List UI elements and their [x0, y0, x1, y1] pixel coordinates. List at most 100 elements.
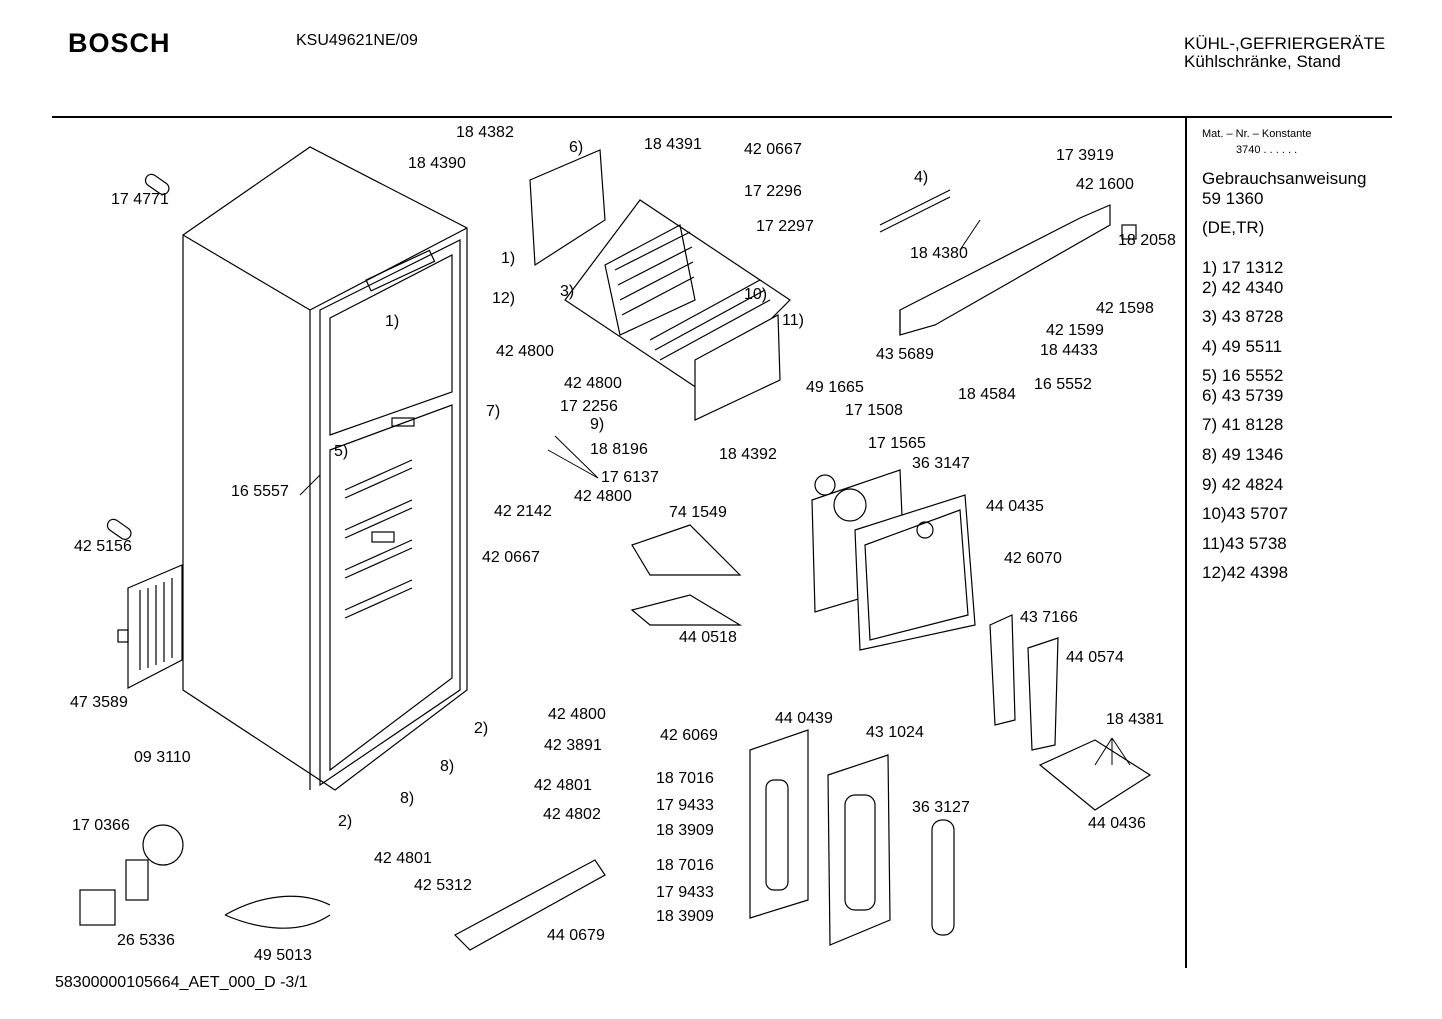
- part-label: 49 1665: [806, 379, 864, 396]
- leader-lines: [299, 219, 1131, 766]
- part-label: 26 5336: [117, 932, 175, 949]
- part-label: 42 4801: [374, 850, 432, 867]
- part-label: 18 3909: [656, 822, 714, 839]
- drawer-handle: [454, 859, 606, 951]
- part-label: 42 0667: [744, 141, 802, 158]
- condenser-grille: [117, 564, 183, 689]
- compressor-relay: [79, 889, 116, 926]
- legend-item: 3) 43 8728: [1202, 307, 1284, 326]
- part-label: 17 1508: [845, 402, 903, 419]
- part-label: 18 7016: [656, 770, 714, 787]
- mat-nr-value: 3740 . . . . . .: [1236, 144, 1298, 156]
- category-subtitle: Kühlschränke, Stand: [1184, 52, 1341, 71]
- part-label: 18 7016: [656, 857, 714, 874]
- legend-item: 5) 16 5552: [1202, 366, 1284, 385]
- part-label: 18 4433: [1040, 342, 1098, 359]
- power-cord: [224, 895, 331, 929]
- part-label: 47 3589: [70, 694, 128, 711]
- part-label: 3): [560, 283, 575, 300]
- fan-motor: [125, 824, 184, 901]
- part-label: 42 4800: [574, 488, 632, 505]
- header-divider: [52, 116, 1392, 118]
- legend-item: 12)42 4398: [1202, 563, 1289, 582]
- part-label: 74 1549: [669, 504, 727, 521]
- sidebar-divider: [1185, 118, 1187, 968]
- cylinder-part-top: [144, 173, 170, 195]
- brand-logo: BOSCH: [68, 28, 171, 58]
- part-label: 44 0574: [1066, 649, 1124, 666]
- part-label: 42 6070: [1004, 550, 1062, 567]
- fridge-shelves: [344, 459, 413, 619]
- part-label: 42 4800: [496, 343, 554, 360]
- model-number: KSU49621NE/09: [296, 32, 418, 49]
- control-panel: [879, 189, 1137, 336]
- bottom-plate: [1038, 739, 1152, 811]
- legend-item: 10)43 5707: [1202, 504, 1289, 523]
- part-label: 18 4390: [408, 155, 466, 172]
- part-label: 42 4800: [548, 706, 606, 723]
- part-label: 17 2297: [756, 218, 814, 235]
- fan-cover-plates: [811, 469, 976, 651]
- legend-item: 6) 43 5739: [1202, 386, 1284, 405]
- part-label: 42 2142: [494, 503, 552, 520]
- legend-item: 9) 42 4824: [1202, 475, 1284, 494]
- part-label: 17 4771: [111, 191, 169, 208]
- part-label: 42 4801: [534, 777, 592, 794]
- legend-item: 7) 41 8128: [1202, 415, 1284, 434]
- part-label: 42 1600: [1076, 176, 1134, 193]
- part-label: 5): [334, 443, 349, 460]
- part-label: 42 4802: [543, 806, 601, 823]
- part-label: 42 0667: [482, 549, 540, 566]
- legend-item: 2) 42 4340: [1202, 278, 1284, 297]
- door-rail: [931, 819, 955, 936]
- part-label: 42 5156: [74, 538, 132, 555]
- part-label: 1): [385, 313, 400, 330]
- part-label: 17 2296: [744, 183, 802, 200]
- legend-item: 11)43 5738: [1202, 534, 1287, 553]
- mat-nr-label: Mat. – Nr. – Konstante: [1202, 128, 1312, 140]
- part-label: 44 0439: [775, 710, 833, 727]
- legend-item: 4) 49 5511: [1202, 337, 1283, 356]
- part-label: 18 4381: [1106, 711, 1164, 728]
- evaporator-assembly: [529, 149, 791, 421]
- part-label: 8): [400, 790, 415, 807]
- part-label: 17 1565: [868, 435, 926, 452]
- part-label: 17 6137: [601, 469, 659, 486]
- crisper-cover: [630, 524, 743, 626]
- part-label: 44 0435: [986, 498, 1044, 515]
- part-label: 36 3127: [912, 799, 970, 816]
- cylinder-part-left: [106, 518, 132, 540]
- part-label: 10): [744, 286, 768, 303]
- part-label: 7): [486, 403, 501, 420]
- part-label: 49 5013: [254, 947, 312, 964]
- part-label: 42 6069: [660, 727, 718, 744]
- part-label: 44 0518: [679, 629, 737, 646]
- part-label: 8): [440, 758, 455, 775]
- part-label: 43 1024: [866, 724, 924, 741]
- part-label: 18 3909: [656, 908, 714, 925]
- legend-item: 1) 17 1312: [1202, 258, 1284, 277]
- part-label: 2): [474, 720, 489, 737]
- part-label: 18 4382: [456, 124, 514, 141]
- fridge-cabinet: [182, 146, 468, 791]
- part-label: 18 8196: [590, 441, 648, 458]
- part-label: 43 5689: [876, 346, 934, 363]
- legend-item: 8) 49 1346: [1202, 445, 1284, 464]
- door-bins: [989, 614, 1059, 751]
- part-label: 1): [501, 250, 516, 267]
- door-liner-right: [827, 754, 891, 946]
- document-number: 58300000105664_AET_000_D -3/1: [55, 974, 308, 991]
- manual-number: 59 1360: [1202, 189, 1264, 208]
- part-label: 16 5557: [231, 483, 289, 500]
- part-label: 17 0366: [72, 817, 130, 834]
- part-label: 18 4391: [644, 136, 702, 153]
- part-label: 18 4392: [719, 446, 777, 463]
- part-label: 36 3147: [912, 455, 970, 472]
- part-label: 09 3110: [134, 749, 191, 766]
- part-label: 42 5312: [414, 877, 472, 894]
- part-label: 17 9433: [656, 797, 714, 814]
- manual-language: (DE,TR): [1202, 218, 1265, 237]
- part-label: 4): [914, 169, 929, 186]
- part-label: 12): [492, 290, 516, 307]
- part-label: 9): [590, 416, 605, 433]
